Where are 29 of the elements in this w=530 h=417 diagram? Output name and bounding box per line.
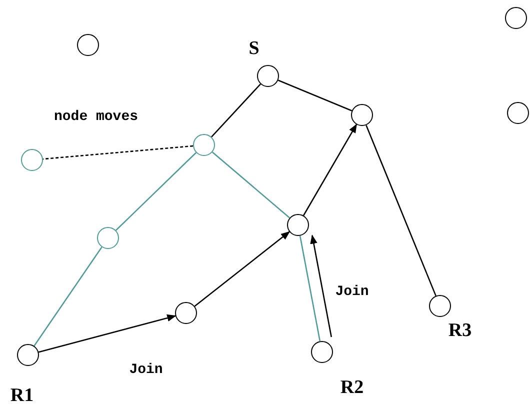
- network-node-circle: [17, 344, 39, 366]
- connector-line: [115, 152, 197, 231]
- arrow: [302, 124, 358, 216]
- network-node-circle: [257, 65, 279, 87]
- network-node-circle: [193, 134, 215, 156]
- connector-line: [366, 124, 436, 296]
- connector-line: [212, 152, 290, 218]
- network-node-circle: [21, 149, 43, 171]
- connector-line: [299, 236, 321, 342]
- node-label: R2: [340, 377, 364, 399]
- node-label: R3: [448, 320, 472, 342]
- connector-line: [211, 84, 261, 138]
- network-node-circle: [97, 227, 119, 249]
- network-node-circle: [311, 341, 333, 363]
- connector-line: [34, 246, 102, 346]
- network-node-circle: [505, 7, 527, 29]
- network-node-circle: [175, 302, 197, 324]
- dotted-line: [42, 145, 194, 160]
- arrow: [310, 234, 332, 338]
- network-node-circle: [429, 295, 451, 317]
- network-node-circle: [507, 102, 529, 124]
- arrow: [194, 231, 290, 307]
- network-node-circle: [287, 214, 309, 236]
- node-label: R1: [10, 385, 34, 407]
- connector-line: [278, 80, 352, 112]
- network-node-circle: [77, 34, 99, 56]
- arrow: [38, 314, 176, 353]
- network-node-circle: [351, 104, 373, 126]
- node-label: S: [248, 38, 260, 60]
